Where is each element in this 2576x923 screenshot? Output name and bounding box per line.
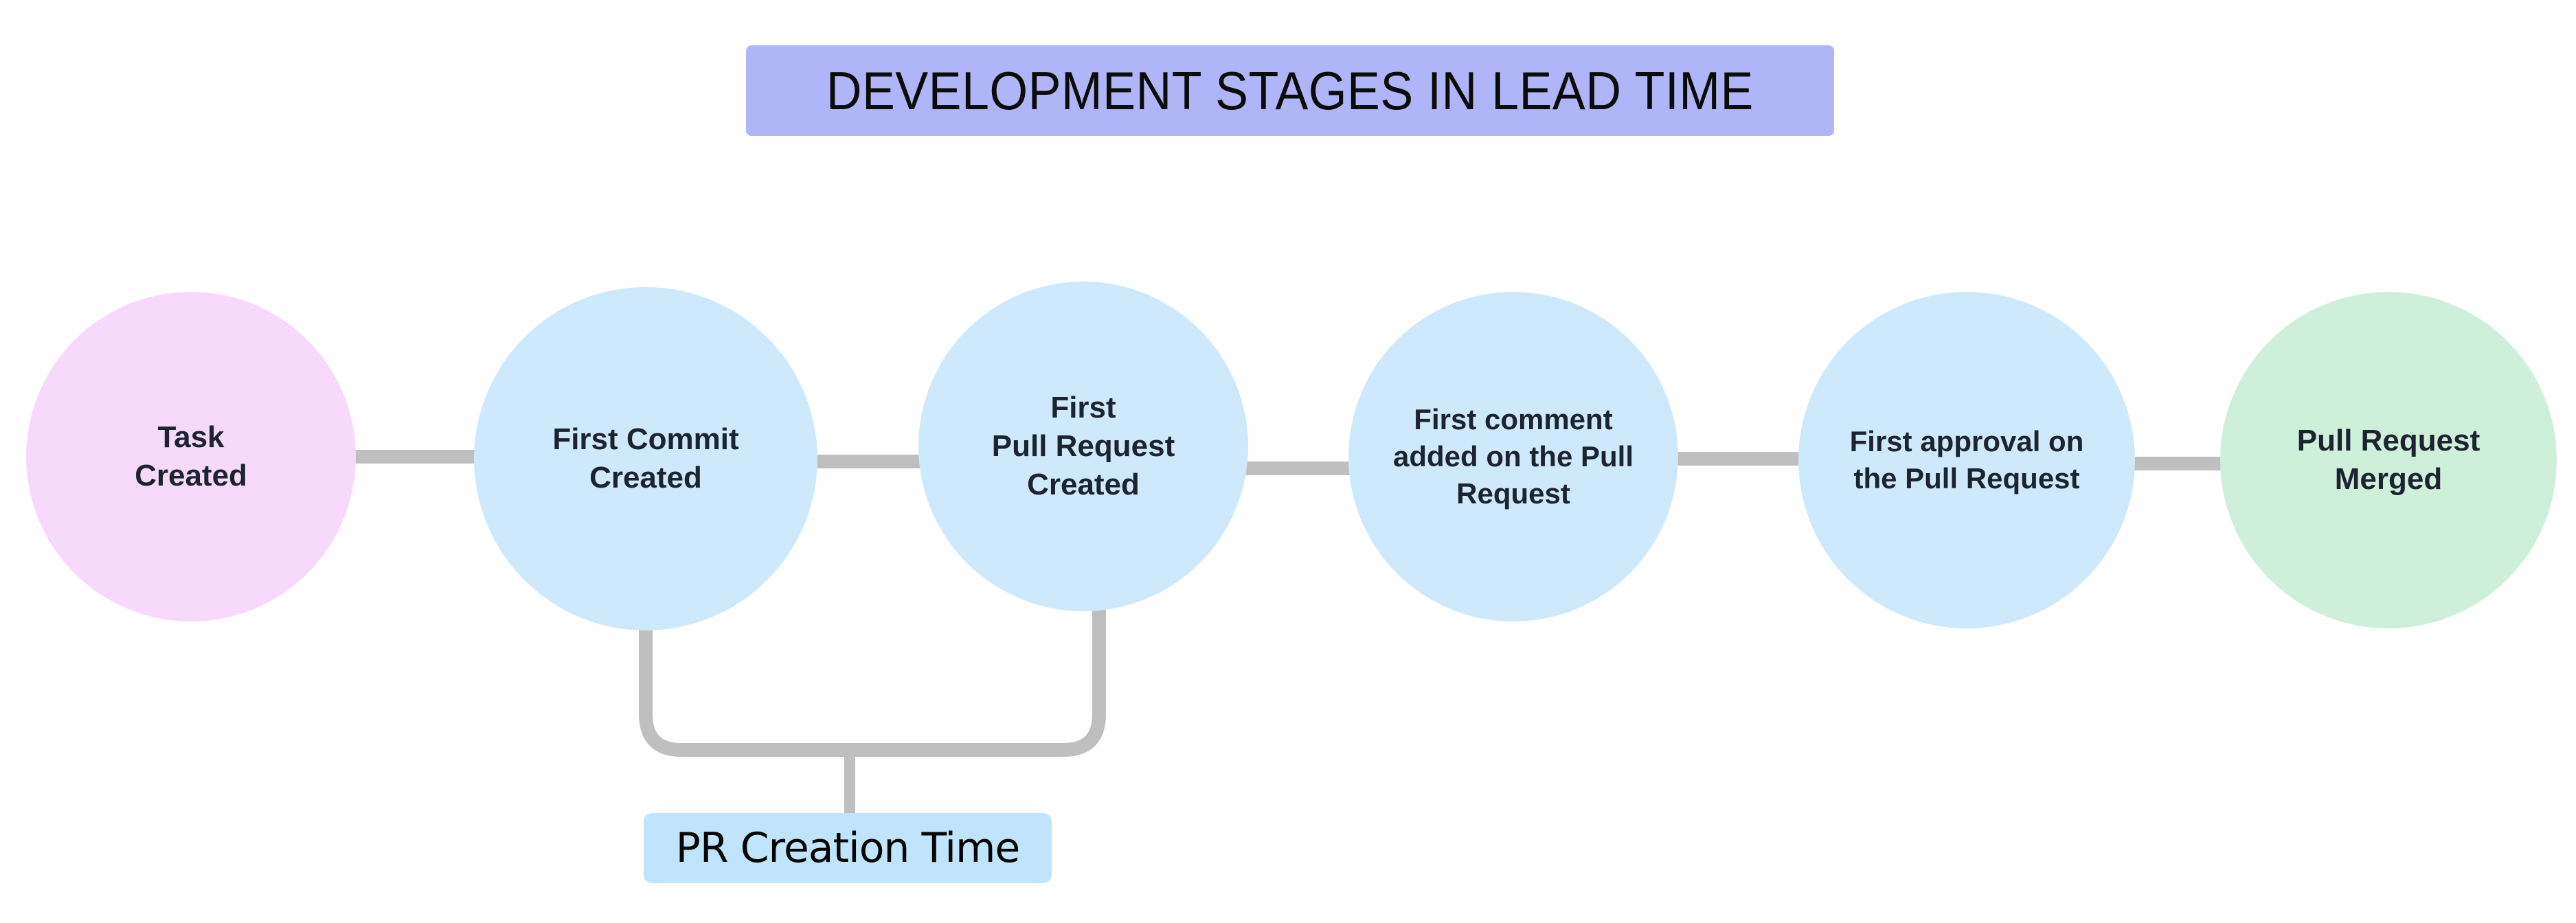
stage-node-first-comment-on-pull-request[interactable]: First comment added on the Pull Request <box>1348 292 1678 622</box>
stage-node-label: First Commit Created <box>552 422 739 494</box>
pr-creation-time-annotation[interactable]: PR Creation Time <box>644 813 1052 883</box>
stage-node-task-created[interactable]: Task Created <box>26 292 356 622</box>
stage-node-label: First approval on the Pull Request <box>1849 425 2084 494</box>
pr-creation-time-bracket <box>639 604 1106 817</box>
stage-node-label: Pull Request Merged <box>2296 423 2481 496</box>
connector-approval-to-merged <box>2105 457 2253 470</box>
diagram-title-banner: DEVELOPMENT STAGES IN LEAD TIME <box>746 45 1834 136</box>
stage-node-label: Task Created <box>135 420 247 492</box>
stage-node-first-commit-created[interactable]: First Commit Created <box>474 287 817 630</box>
connector-pr-to-comment <box>1236 461 1367 475</box>
stage-node-pull-request-merged[interactable]: Pull Request Merged <box>2220 292 2557 628</box>
connector-commit-to-pr <box>790 455 948 468</box>
page-title: DEVELOPMENT STAGES IN LEAD TIME <box>826 60 1754 121</box>
stage-node-first-approval-on-pull-request[interactable]: First approval on the Pull Request <box>1798 292 2135 628</box>
stage-node-label: First comment added on the Pull Request <box>1392 403 1634 510</box>
stage-node-first-pull-request-created[interactable]: First Pull Request Created <box>918 282 1248 611</box>
connector-comment-to-approval <box>1662 452 1824 466</box>
pr-creation-time-label: PR Creation Time <box>675 824 1021 872</box>
connector-task-to-commit <box>343 450 501 464</box>
stage-node-label: First Pull Request Created <box>991 390 1175 502</box>
